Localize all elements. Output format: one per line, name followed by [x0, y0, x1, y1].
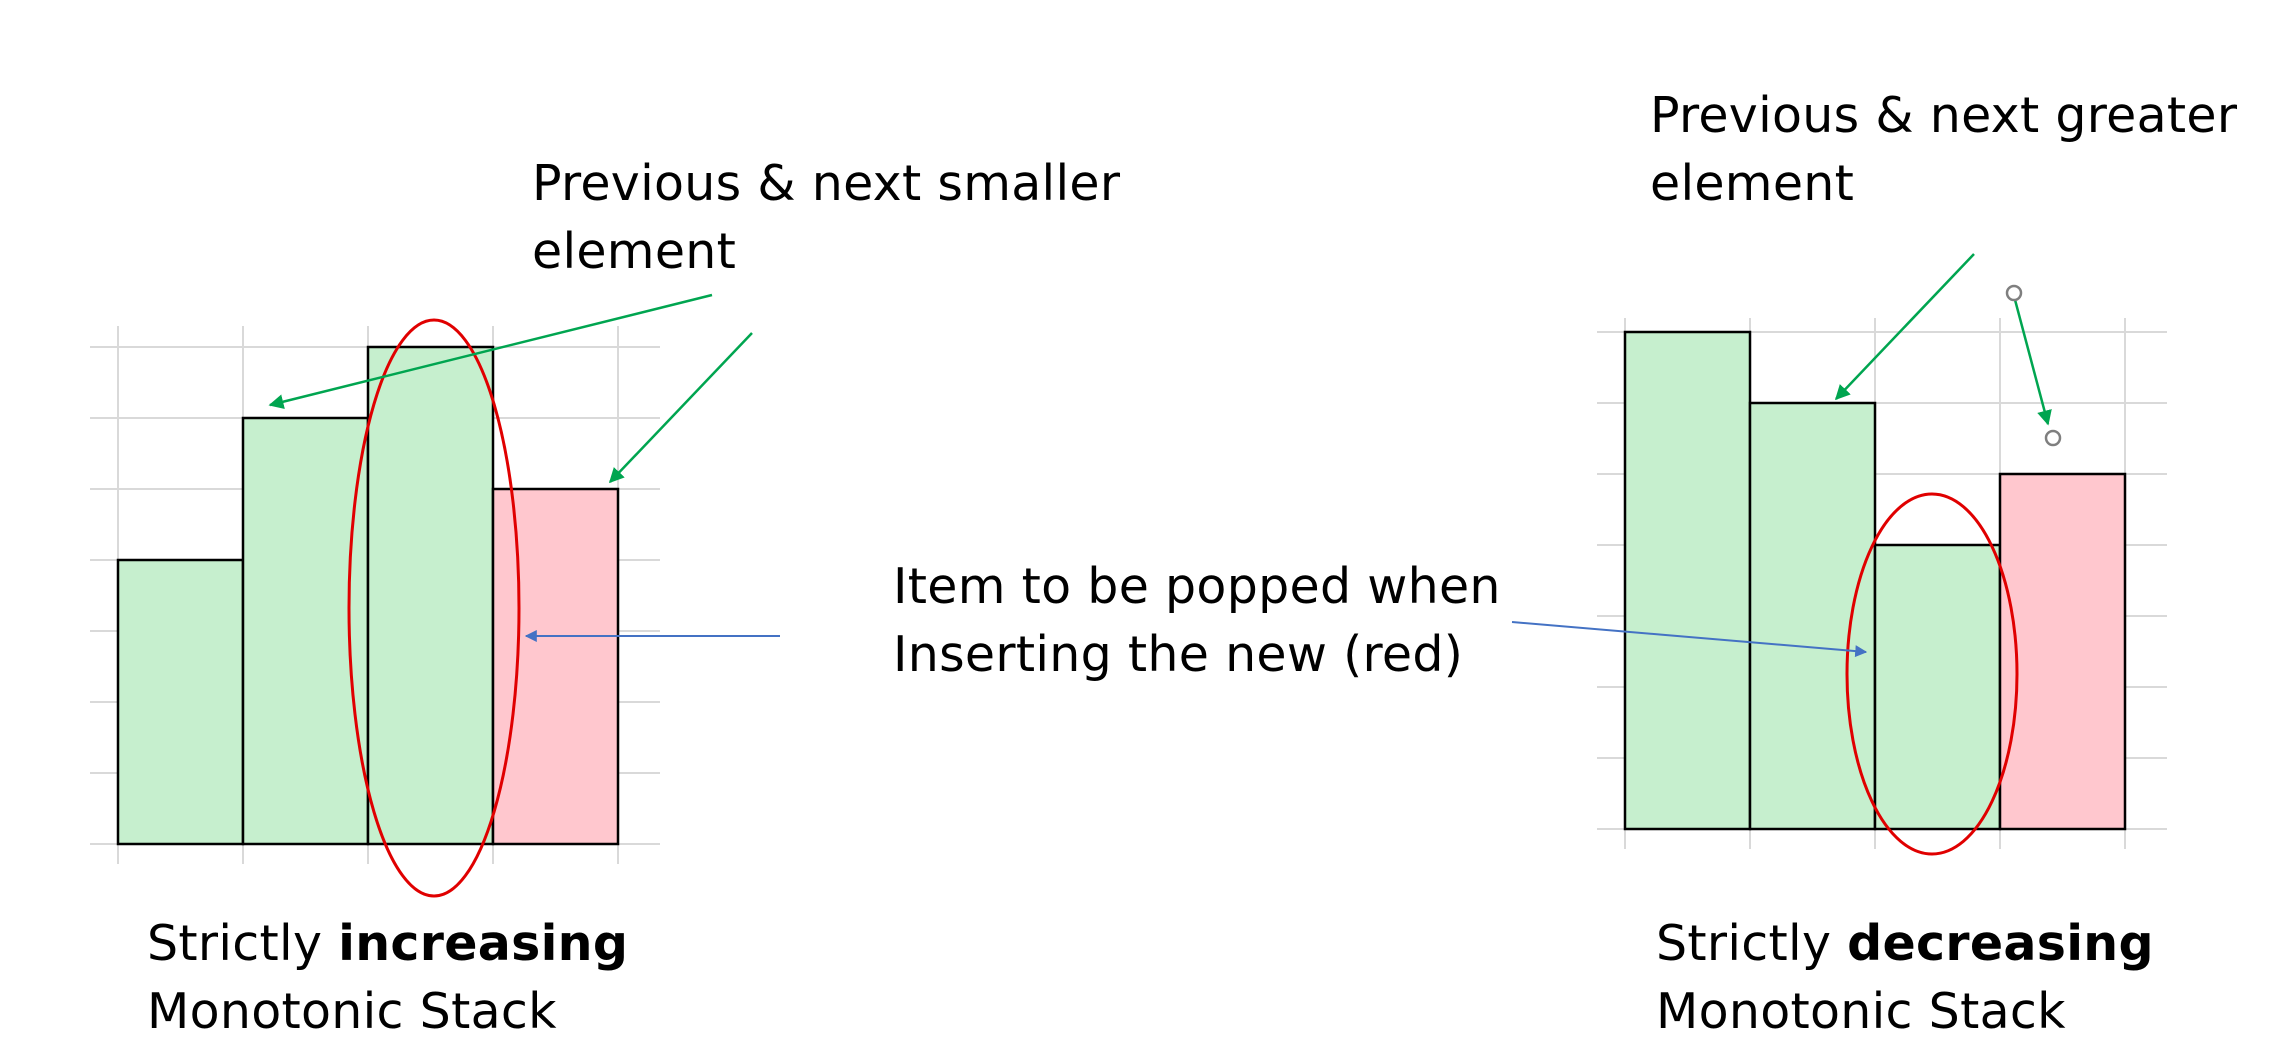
next-greater-arrow: [2012, 295, 2052, 426]
stack-element-bar: [366, 345, 495, 846]
decreasing-stack-caption-line2: Monotonic Stack: [1656, 983, 2066, 1040]
decreasing-stack-caption-line1: Strictly decreasing: [1656, 910, 2154, 978]
arrow-endpoint-handle: [2005, 284, 2023, 302]
popped-item-annotation-line2: Inserting the new (red): [893, 626, 1464, 683]
previous-smaller-arrow: [268, 293, 713, 410]
stack-element-bar: [1748, 401, 1877, 831]
smaller-element-annotation: Previous & next smaller element: [532, 150, 1120, 286]
stack-element-bar: [116, 558, 245, 846]
caption-prefix: Strictly: [1656, 915, 1848, 972]
decreasing-stack-chart: [1597, 318, 2167, 856]
greater-element-annotation-line2: element: [1650, 155, 1855, 212]
greater-element-annotation: Previous & next greater element: [1650, 82, 2237, 218]
stack-element-bar: [241, 416, 370, 846]
decreasing-stack-bars: [1623, 330, 2127, 831]
caption-keyword: increasing: [338, 915, 629, 972]
increasing-stack-caption: Strictly increasing Monotonic Stack: [147, 910, 628, 1046]
stack-element-bar: [1623, 330, 1752, 831]
increasing-stack-caption-line1: Strictly increasing: [147, 910, 628, 978]
new-element-bar: [491, 487, 620, 846]
popped-item-annotation: Item to be popped when Inserting the new…: [893, 553, 1501, 689]
smaller-element-annotation-line2: element: [532, 223, 737, 280]
popped-item-highlight-left: [347, 318, 521, 898]
popped-item-annotation-line1: Item to be popped when: [893, 558, 1501, 615]
decreasing-stack-caption: Strictly decreasing Monotonic Stack: [1656, 910, 2154, 1046]
popped-item-highlight-right: [1845, 492, 2019, 856]
increasing-stack-chart: [90, 318, 660, 898]
greater-element-annotation-line1: Previous & next greater: [1650, 87, 2238, 144]
popped-arrow-right: [1511, 621, 1868, 658]
previous-greater-arrow: [1834, 253, 1975, 401]
caption-prefix: Strictly: [147, 915, 339, 972]
arrow-endpoint-handle: [2044, 429, 2062, 447]
stack-element-bar: [1873, 543, 2002, 831]
next-smaller-arrow: [608, 332, 753, 484]
increasing-stack-caption-line2: Monotonic Stack: [147, 983, 557, 1040]
smaller-element-annotation-line1: Previous & next smaller: [532, 155, 1121, 212]
caption-keyword: decreasing: [1847, 915, 2154, 972]
increasing-stack-bars: [116, 345, 620, 846]
new-element-bar: [1998, 472, 2127, 831]
